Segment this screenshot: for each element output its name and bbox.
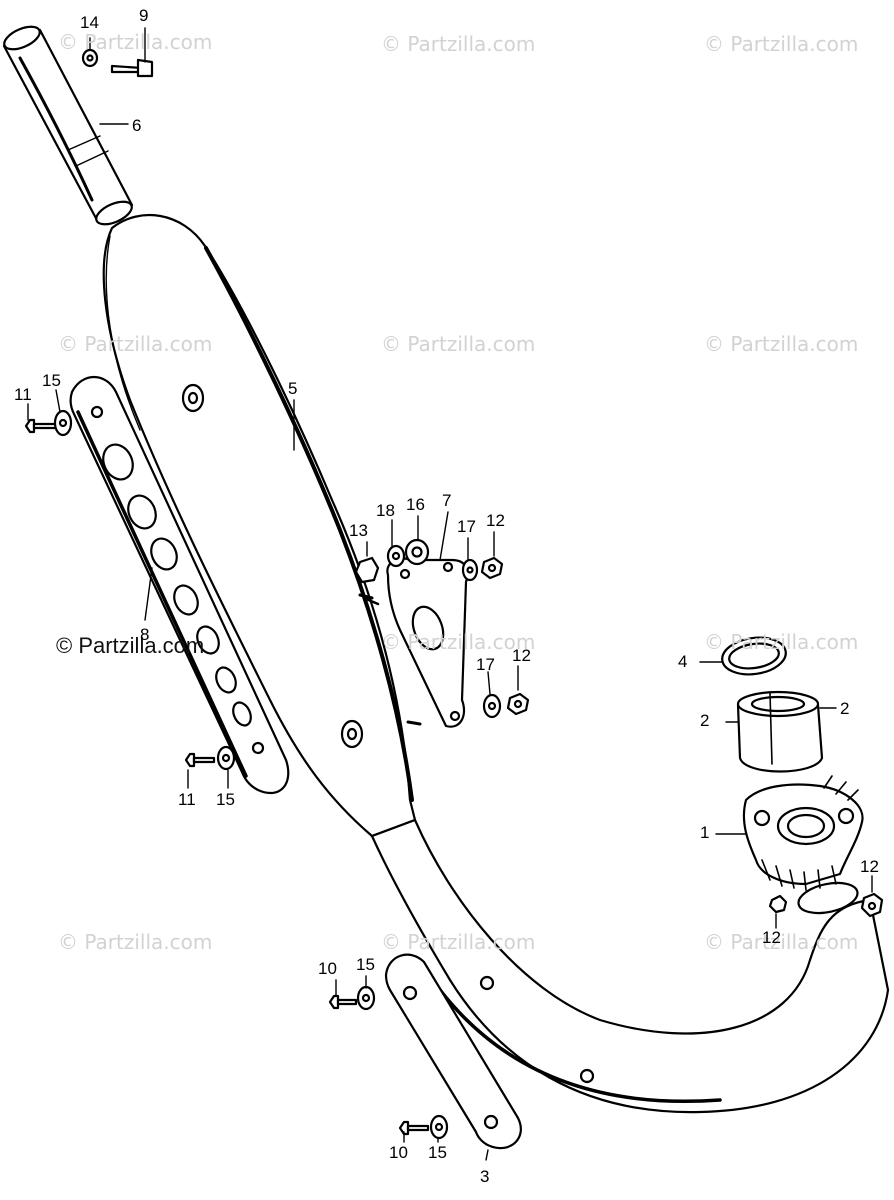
callout-4: 4 bbox=[678, 652, 688, 671]
lower-bracket-part bbox=[384, 953, 522, 1150]
callout-2: 2 bbox=[840, 699, 850, 718]
callout-7: 7 bbox=[442, 491, 452, 510]
callout-8: 8 bbox=[140, 625, 150, 644]
callout-15: 15 bbox=[216, 790, 235, 809]
mounting-bracket-part bbox=[386, 557, 469, 728]
callout-15: 15 bbox=[428, 1143, 447, 1162]
watermark-text: © Partzilla.com bbox=[704, 32, 859, 56]
callout-3: 3 bbox=[480, 1167, 490, 1186]
gasket-part bbox=[721, 636, 787, 676]
leader-lines bbox=[27, 27, 873, 1161]
watermark-text: © Partzilla.com bbox=[704, 630, 859, 654]
exhaust-flange-part bbox=[742, 775, 864, 891]
callout-2: 2 bbox=[700, 711, 710, 730]
watermark-text: © Partzilla.com bbox=[58, 332, 213, 356]
callout-11: 11 bbox=[178, 790, 196, 809]
callout-1: 1 bbox=[700, 823, 710, 842]
callout-18: 18 bbox=[376, 501, 395, 520]
callout-10: 10 bbox=[318, 959, 337, 978]
callout-11: 11 bbox=[14, 385, 32, 404]
callout-12: 12 bbox=[762, 928, 781, 947]
callout-12: 12 bbox=[512, 646, 531, 665]
callout-14: 14 bbox=[80, 13, 99, 32]
heat-shield-part bbox=[69, 376, 290, 795]
watermark-text: © Partzilla.com bbox=[704, 332, 859, 356]
callout-13: 13 bbox=[349, 521, 368, 540]
watermark-text: © Partzilla.com bbox=[381, 332, 536, 356]
callout-9: 9 bbox=[139, 6, 149, 25]
callout-12: 12 bbox=[860, 857, 879, 876]
callout-12: 12 bbox=[486, 511, 505, 530]
callout-16: 16 bbox=[406, 495, 425, 514]
callout-17: 17 bbox=[457, 517, 476, 536]
exhaust-pipe-part bbox=[370, 818, 890, 1114]
callout-15: 15 bbox=[42, 371, 61, 390]
callout-5: 5 bbox=[288, 379, 298, 398]
callout-15: 15 bbox=[356, 955, 375, 974]
watermark-text: © Partzilla.com bbox=[58, 930, 213, 954]
watermark-text: © Partzilla.com bbox=[704, 930, 859, 954]
collar-part bbox=[736, 690, 824, 773]
tail-pipe-part bbox=[2, 25, 134, 226]
fasteners bbox=[24, 48, 884, 1140]
callout-10: 10 bbox=[389, 1143, 408, 1162]
watermark-text: © Partzilla.com bbox=[58, 30, 213, 54]
watermark-text: © Partzilla.com bbox=[381, 32, 536, 56]
watermark-text: © Partzilla.com bbox=[381, 930, 536, 954]
watermark-text: © Partzilla.com bbox=[381, 630, 536, 654]
callout-17: 17 bbox=[476, 655, 495, 674]
callout-6: 6 bbox=[132, 116, 142, 135]
watermark-text: © Partzilla.com bbox=[56, 633, 205, 658]
